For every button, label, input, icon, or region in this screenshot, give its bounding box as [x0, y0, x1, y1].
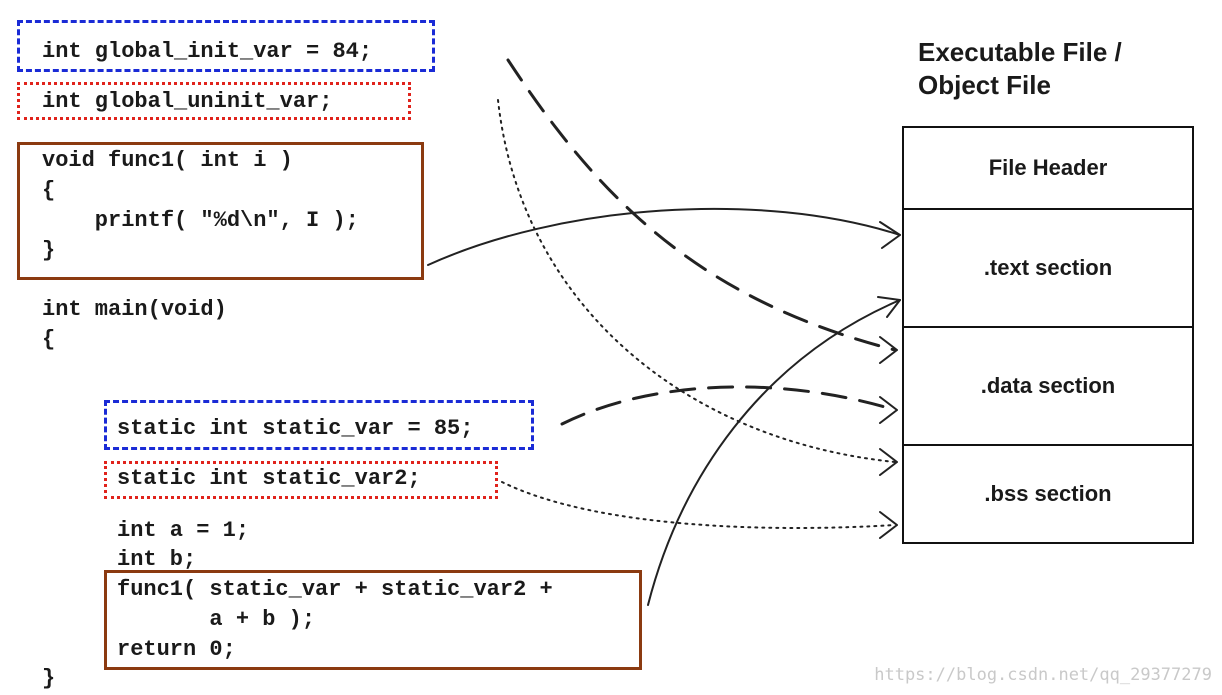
- arrowhead-main-to-text: [877, 296, 901, 318]
- data-section: .data section: [904, 328, 1192, 446]
- static-uninit-box: [104, 461, 498, 499]
- static-uninit-code: static int static_var2;: [117, 466, 421, 491]
- arrow-main-to-text: [647, 299, 901, 606]
- global-uninit-code: int global_uninit_var;: [42, 89, 333, 114]
- arrowhead-global-init-to-data: [879, 336, 898, 364]
- local-b-code: int b;: [117, 547, 197, 572]
- func1-line-1: void func1( int i ): [42, 148, 293, 173]
- executable-file-box: File Header .text section .data section …: [902, 126, 1194, 544]
- local-a-code: int a = 1;: [117, 518, 250, 543]
- static-init-box: [104, 400, 534, 450]
- file-header-section: File Header: [904, 128, 1192, 210]
- global-uninit-box: [17, 82, 411, 120]
- bss-section: .bss section: [984, 481, 1112, 506]
- arrowhead-static-init-to-data: [879, 396, 898, 424]
- arrow-global-init-to-data: [506, 58, 897, 352]
- arrow-static-init-to-data: [560, 385, 897, 426]
- arrowhead-func1-to-text: [879, 221, 901, 249]
- func1-line-4: }: [42, 238, 56, 263]
- global-init-code: int global_init_var = 84;: [42, 39, 373, 64]
- main-signature: int main(void): [42, 297, 227, 322]
- call-line-1: func1( static_var + static_var2 +: [117, 577, 553, 602]
- static-init-code: static int static_var = 85;: [117, 416, 474, 441]
- func1-box: [17, 142, 424, 280]
- return-line: return 0;: [117, 637, 236, 662]
- call-line-2: a + b );: [117, 607, 316, 632]
- arrowhead-static-uninit-to-bss: [879, 511, 898, 539]
- global-init-box: [17, 20, 435, 72]
- main-close-brace: }: [42, 666, 56, 691]
- arrowhead-global-uninit-to-bss: [879, 448, 898, 476]
- main-call-box: [104, 570, 642, 670]
- executable-title-line-1: Executable File /: [918, 37, 1122, 67]
- arrow-global-uninit-to-bss: [497, 99, 896, 463]
- watermark: https://blog.csdn.net/qq_29377279: [874, 665, 1212, 685]
- executable-title-line-2: Object File: [918, 70, 1051, 100]
- func1-line-3: printf( "%d\n", I );: [42, 208, 359, 233]
- main-open-brace: {: [42, 327, 56, 352]
- arrow-static-uninit-to-bss: [501, 481, 896, 529]
- text-section: .text section: [904, 210, 1192, 328]
- arrow-func1-to-text: [427, 207, 901, 266]
- func1-line-2: {: [42, 178, 56, 203]
